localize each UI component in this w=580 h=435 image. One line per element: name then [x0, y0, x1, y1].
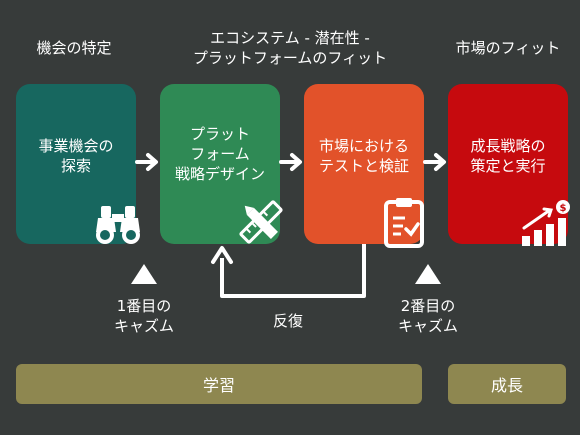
loop-label: 反復 — [272, 312, 303, 330]
triangle-marker-icon — [415, 264, 441, 284]
arrow-right-icon — [279, 153, 302, 171]
loop-arrow-icon — [211, 244, 366, 298]
chasm-label-first: 1番目の キャズム — [104, 296, 184, 336]
arrow-right-icon — [135, 153, 158, 171]
binoculars-icon — [96, 206, 140, 244]
stage-label-opportunity: 機会の特定 — [36, 39, 112, 57]
box-text-line: 戦略デザイン — [174, 165, 265, 183]
box-text-line: テストと検証 — [318, 157, 409, 175]
chasm-line: 2番目の — [400, 297, 456, 315]
learning-bar: 学習 — [16, 364, 422, 404]
pencil-ruler-icon — [239, 200, 283, 244]
svg-text:$: $ — [560, 203, 567, 214]
growth-bar: 成長 — [448, 364, 566, 404]
clipboard-check-icon — [384, 198, 424, 248]
process-box-opportunity: 事業機会の 探索 — [16, 84, 140, 244]
process-box-platform-design: プラット フォーム 戦略デザイン — [160, 84, 283, 244]
box-text-line: 事業機会の — [38, 137, 114, 155]
box-text-line: 策定と実行 — [470, 157, 546, 175]
chasm-line: キャズム — [113, 317, 174, 335]
stage-label-market: 市場のフィット — [455, 39, 561, 57]
arrow-right-icon — [423, 153, 446, 171]
chasm-line: 1番目の — [116, 297, 172, 315]
process-box-market-test: 市場における テストと検証 — [304, 84, 424, 248]
stage-label-ecosystem-line1: エコシステム - 潜在性 - — [210, 29, 370, 47]
process-box-growth-strategy: 成長戦略の 策定と実行 $ — [448, 84, 570, 246]
growth-chart-icon: $ — [522, 200, 570, 246]
learning-label: 学習 — [202, 376, 235, 395]
box-text-line: プラット — [189, 125, 250, 143]
box-text-line: フォーム — [190, 145, 250, 163]
growth-label: 成長 — [490, 376, 523, 395]
chasm-label-second: 2番目の キャズム — [388, 296, 468, 336]
box-text-line: 成長戦略の — [470, 137, 546, 155]
chasm-line: キャズム — [397, 317, 458, 335]
box-text-line: 探索 — [60, 157, 91, 175]
stage-label-ecosystem-line2: プラットフォームのフィット — [192, 49, 388, 67]
triangle-marker-icon — [131, 264, 157, 284]
box-text-line: 市場における — [318, 137, 409, 155]
